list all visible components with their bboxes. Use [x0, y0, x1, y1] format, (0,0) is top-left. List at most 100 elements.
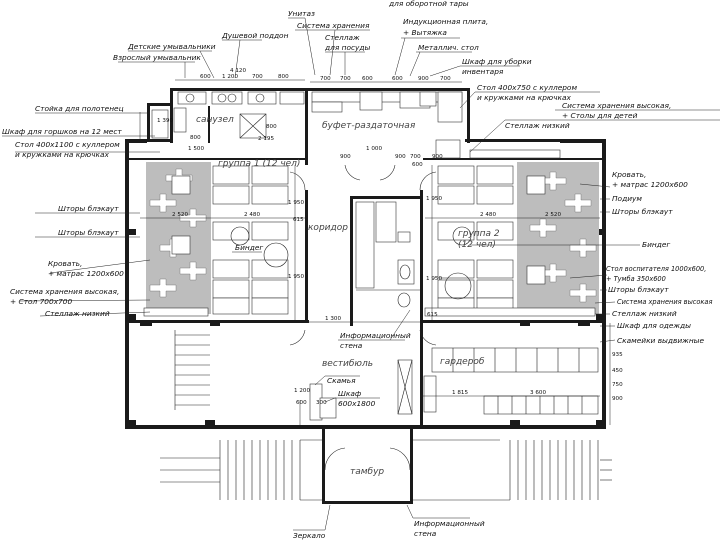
label-shtory-right-1: Шторы блэкаут	[612, 207, 673, 216]
label-stol-cooler: Стол 400х750 с куллером	[477, 83, 577, 92]
label-detskie: Детские умывальники	[127, 42, 216, 51]
dim-text: 1 300	[325, 316, 341, 322]
dim-text: 800	[266, 124, 277, 130]
dim-text: 2 480	[244, 212, 260, 218]
dim-text: 1 815	[452, 390, 468, 396]
dim-text: 1 950	[426, 276, 442, 282]
dim-text: 1 000	[366, 146, 382, 152]
label-krovat-left: Кровать,	[48, 259, 82, 268]
wardrobe-lockers	[397, 347, 599, 415]
dim-text: 900	[432, 154, 443, 160]
outer-walls	[125, 88, 606, 429]
dim-text: 900	[418, 76, 429, 82]
label-shtory-left-2: Шторы блэкаут	[58, 228, 119, 237]
label-sys-high-left: Система хранения высокая,	[10, 287, 119, 296]
label-podium: Подиум	[612, 194, 642, 203]
label-vzroslyi: Взрослый умывальник	[113, 53, 201, 62]
label-stellazh-nizkiy-left: Стеллаж низкий	[45, 309, 110, 318]
beds-group-1	[212, 165, 289, 315]
label-info-wall-2: стена	[340, 341, 363, 350]
window-markers	[126, 229, 606, 426]
dim-text: 600	[362, 76, 373, 82]
label-bindeg-left: Биндег	[235, 243, 263, 252]
label-shkaf-odezhdy: Шкаф для одежды	[617, 321, 691, 330]
dim-text: 900	[340, 154, 351, 160]
leader-lines	[2, 17, 720, 531]
label-shkaf-uborki: Шкаф для уборки	[462, 57, 532, 66]
stairs-right	[509, 440, 612, 500]
label-info-bottom: Информационный	[414, 519, 485, 528]
dim-text: 1 200	[222, 74, 238, 80]
room-vestibul: вестибюль	[322, 359, 373, 369]
bathroom-fixtures	[151, 91, 305, 139]
label-matras-left: + матрас 1200х600	[48, 269, 124, 278]
dim-text: 2 520	[172, 212, 188, 218]
dimension-lines	[139, 79, 611, 425]
dim-text: 600	[296, 400, 307, 406]
label-zerkalo: Зеркало	[293, 531, 326, 540]
beds-group-2	[437, 165, 514, 315]
label-inventarya: инвентаря	[462, 67, 504, 76]
dim-text: 800	[278, 74, 289, 80]
dim-text: 1 200	[294, 388, 310, 394]
label-shkaf: Шкаф	[338, 389, 361, 398]
label-tumba: + Тумба 350х600	[606, 275, 666, 283]
room-bufet: буфет-раздаточная	[322, 121, 416, 131]
annotations-top: для оборотной тары Унитаз Система хранен…	[113, 0, 577, 102]
dim-text: 1 950	[288, 200, 304, 206]
label-shkaf-size: 600х1800	[338, 399, 376, 408]
label-skameyki: Скамейки выдвижные	[617, 336, 704, 345]
label-bindeg-right: Биндег	[642, 240, 670, 249]
label-tara: для оборотной тары	[388, 0, 469, 8]
entrance-stair-lines	[300, 439, 510, 501]
room-group-2-count: (12 чел)	[458, 240, 496, 250]
label-stol-700: + Стол 700х700	[10, 297, 72, 306]
label-vytyazhka: + Вытяжка	[403, 28, 447, 37]
dim-text: 2 195	[258, 136, 274, 142]
label-unitaz: Унитаз	[288, 9, 315, 18]
dim-text: 4 120	[230, 68, 246, 74]
dim-text: 700	[320, 76, 331, 82]
room-group-1: группа 1 (12 чел)	[218, 159, 300, 169]
dim-text: 700	[252, 74, 263, 80]
label-stoly-detey: + Столы для детей	[562, 111, 638, 120]
tables-group-1	[171, 175, 191, 255]
dim-text: 2 520	[545, 212, 561, 218]
dim-text: 750	[612, 382, 623, 388]
stairs-left	[160, 330, 301, 500]
dim-text: 700	[340, 76, 351, 82]
tables-group-2	[526, 175, 546, 285]
label-stellazh-nizkiy-right: Стеллаж низкий	[612, 309, 677, 318]
vestibule-furniture	[309, 383, 337, 421]
annotations-centre: Биндег Информационный стена Скамья Шкаф …	[235, 243, 485, 540]
dim-text: 615	[293, 217, 304, 223]
dim-text: 1 500	[188, 146, 204, 152]
label-dlya-posudy: для посуды	[324, 43, 371, 52]
dim-text: 1 950	[426, 196, 442, 202]
room-koridor: коридор	[308, 223, 348, 233]
dim-text: 1 950	[288, 274, 304, 280]
dim-text: 900	[612, 396, 623, 402]
label-sys-high-right: Система хранения высокая	[617, 298, 712, 306]
dim-text: 2 480	[480, 212, 496, 218]
label-stoika: Стойка для полотенец	[35, 104, 124, 113]
dim-text: 600	[412, 162, 423, 168]
dim-text: 3 600	[530, 390, 546, 396]
dim-text: 600	[200, 74, 211, 80]
label-induk-plita: Индукционная плита,	[403, 17, 488, 26]
dim-text: 700	[440, 76, 451, 82]
dim-text: 800	[190, 135, 201, 141]
label-kruzhki: и кружками на крючках	[477, 93, 572, 102]
dim-text: 900	[395, 154, 406, 160]
dim-text: 300	[316, 400, 327, 406]
label-shtory-left-1: Шторы блэкаут	[58, 204, 119, 213]
room-group-2-title: группа 2	[458, 229, 500, 239]
label-skamya: Скамья	[327, 376, 356, 385]
dim-text: 600	[392, 76, 403, 82]
dim-text: 700	[410, 154, 421, 160]
label-stol-1100: Стол 400х1100 с куллером	[15, 140, 120, 149]
label-shkaf-gorshkov: Шкаф для горшков на 12 мест	[2, 127, 122, 136]
room-labels: санузел буфет-раздаточная группа 1 (12 ч…	[196, 115, 500, 477]
room-sanuzel: санузел	[196, 115, 234, 125]
